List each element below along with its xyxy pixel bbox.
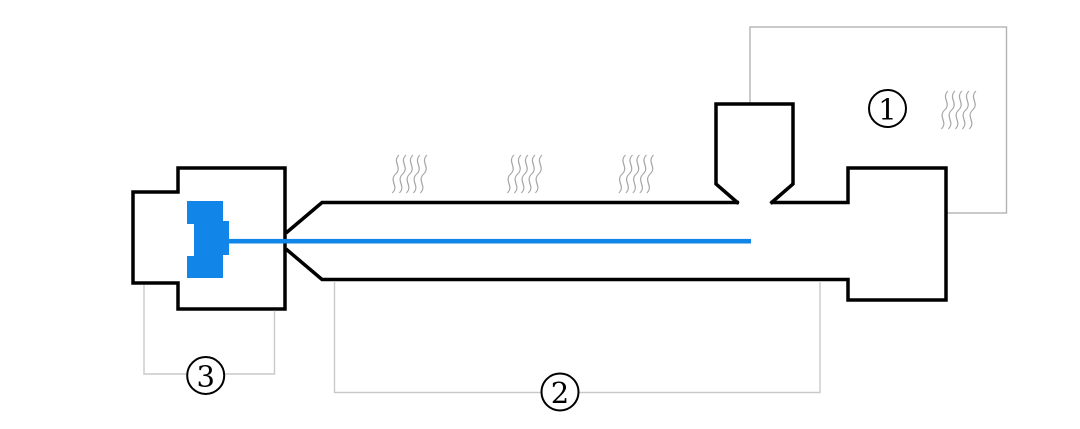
callout-1-circle [868, 89, 907, 128]
callout-3: 3 [186, 356, 226, 395]
hopper [714, 102, 795, 205]
callout-1: 1 [868, 89, 907, 128]
heat-wave-icon [504, 154, 545, 194]
callout-1-label: 1 [878, 93, 896, 127]
heat-wave-icon [616, 154, 656, 194]
screw-line [228, 238, 751, 244]
die-insert [187, 201, 229, 278]
callout-2-circle [540, 372, 580, 412]
barrel-interior [286, 168, 946, 300]
callout-2: 2 [540, 372, 580, 412]
callout-3-label: 3 [196, 360, 214, 394]
callout-3-circle [186, 356, 226, 395]
barrel-outline-top [284, 200, 739, 235]
heat-wave-icon [389, 154, 430, 194]
heat-wave-icon [938, 90, 979, 130]
callout-2-label: 2 [551, 376, 569, 410]
callout-2-bracket [333, 281, 821, 394]
barrel-outline-bottom-and-block [284, 166, 948, 302]
